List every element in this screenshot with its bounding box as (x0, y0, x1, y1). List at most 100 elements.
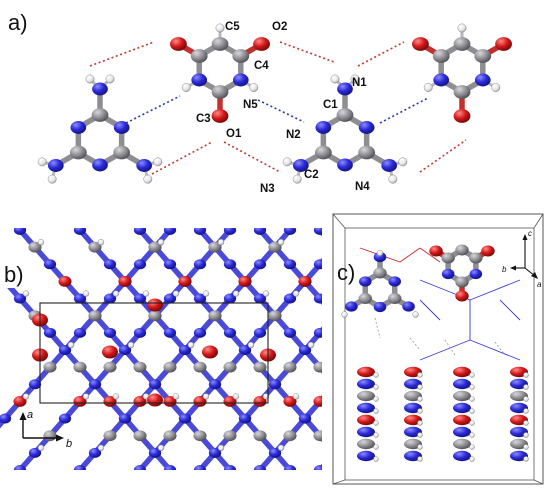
hydrogen-atom (523, 372, 529, 378)
carbon-atom (43, 430, 57, 442)
panel-a: a) C5 O2 C4 N1 C1 C3 N5 N2 O1 N3 C2 N (8, 10, 512, 195)
wire-bond (469, 339, 521, 361)
panel-a-label: a) (8, 10, 28, 35)
wire-bond (399, 247, 421, 263)
oxygen-atom (147, 298, 163, 312)
carbon-atom (148, 310, 162, 322)
oxygen-atom (253, 37, 270, 51)
hydrogen-atom (417, 456, 423, 462)
hydrogen-atom (172, 290, 180, 297)
carbon-atom (133, 361, 147, 373)
oxygen-atom (453, 414, 471, 426)
axis-arrow-up-icon (19, 412, 27, 420)
carbon-atom (268, 241, 282, 253)
carbon-atom (373, 267, 387, 279)
nitrogen-atom (433, 73, 450, 87)
nitrogen-atom (103, 293, 117, 304)
nitrogen-atom (47, 159, 64, 172)
carbon-atom (268, 310, 282, 322)
nitrogen-atom (178, 413, 192, 424)
nitrogen-atom (373, 301, 387, 313)
nitrogen-atom (441, 268, 455, 280)
mask-right-b (322, 200, 550, 494)
hydrogen-atom (373, 372, 379, 378)
axis-arrow-a-icon (531, 272, 538, 279)
nitrogen-atom (315, 121, 332, 134)
nitrogen-atom (474, 73, 491, 87)
oxygen-atom (429, 245, 443, 257)
atom-label-c5: C5 (225, 21, 240, 33)
hydrogen-atom (202, 290, 210, 297)
nitrogen-atom (92, 158, 108, 172)
nitrogen-atom (453, 426, 471, 438)
carbon-atom (103, 430, 117, 442)
axis-arrow-right-icon (56, 434, 64, 442)
hydrogen-atom (523, 420, 529, 426)
hydrogen-atom (181, 83, 191, 92)
carbon-atom (193, 430, 207, 442)
stacked-columns-c (357, 366, 529, 462)
hydrogen-atom (97, 239, 105, 246)
hydrogen-atom (187, 341, 195, 349)
wire-hbond (409, 337, 421, 351)
hydrogen-atom (292, 393, 300, 400)
carbon-atom (432, 49, 450, 63)
carbon-atom (193, 361, 207, 373)
oxygen-atom (453, 366, 471, 378)
nitrogen-atom (283, 259, 297, 270)
nitrogen-atom (469, 268, 483, 280)
oxygen-atom (283, 396, 297, 407)
hydrogen-atom (172, 393, 180, 400)
hydrogen-atom (292, 174, 302, 184)
carbon-atom (88, 241, 102, 253)
axis-label-a-c: a (537, 280, 542, 289)
carbon-atom (208, 241, 222, 253)
hydrogen-atom (469, 456, 475, 462)
nitrogen-atom (373, 251, 387, 263)
oxygen-atom (102, 345, 118, 359)
mask-bottom-b (0, 470, 330, 494)
hydrogen-atom (469, 384, 475, 390)
atom-label-c1: C1 (323, 99, 338, 111)
nitrogen-atom (298, 344, 312, 356)
nitrogen-atom (357, 426, 375, 438)
nitrogen-atom (337, 82, 353, 96)
oxygen-atom (223, 396, 237, 407)
carbon-atom (455, 276, 469, 288)
carbon-atom (453, 390, 471, 402)
hydrogen-atom (153, 157, 163, 167)
carbon-atom (358, 145, 376, 160)
nitrogen-atom (118, 413, 132, 424)
axis-arrow-b-icon (510, 265, 516, 271)
nitrogen-atom (88, 447, 102, 458)
carbon-atom (190, 49, 208, 63)
hydrogen-atom (232, 393, 240, 400)
nitrogen-atom (381, 159, 398, 172)
hydrogen-atom (330, 74, 340, 84)
nitrogen-atom (357, 402, 375, 414)
nitrogen-atom (359, 276, 372, 287)
oxygen-atom (118, 276, 132, 287)
oxygen-atom (211, 109, 229, 123)
carbon-atom (388, 292, 402, 305)
carbon-atom (357, 438, 375, 450)
carbon-atom (357, 390, 375, 402)
hydrogen-atom (277, 239, 285, 246)
nitrogen-atom (133, 259, 147, 270)
hydrogen-atom (417, 432, 423, 438)
hydrogen-atom (82, 393, 90, 400)
oxygen-atom (73, 396, 87, 407)
carbon-atom (283, 430, 297, 442)
nitrogen-atom (0, 413, 12, 424)
hydrogen-atom (97, 444, 105, 451)
hydrogen-atom (373, 396, 379, 402)
nitrogen-atom (283, 327, 297, 338)
wire-hbond (374, 317, 381, 339)
hydrogen-atom (373, 384, 379, 390)
hydrogen-atom (105, 74, 115, 84)
hydrogen-atom (469, 432, 475, 438)
atom-label-n5: N5 (243, 99, 258, 111)
carbon-atom (283, 361, 297, 373)
oxygen-atom (103, 396, 117, 407)
nitrogen-atom (43, 259, 57, 270)
